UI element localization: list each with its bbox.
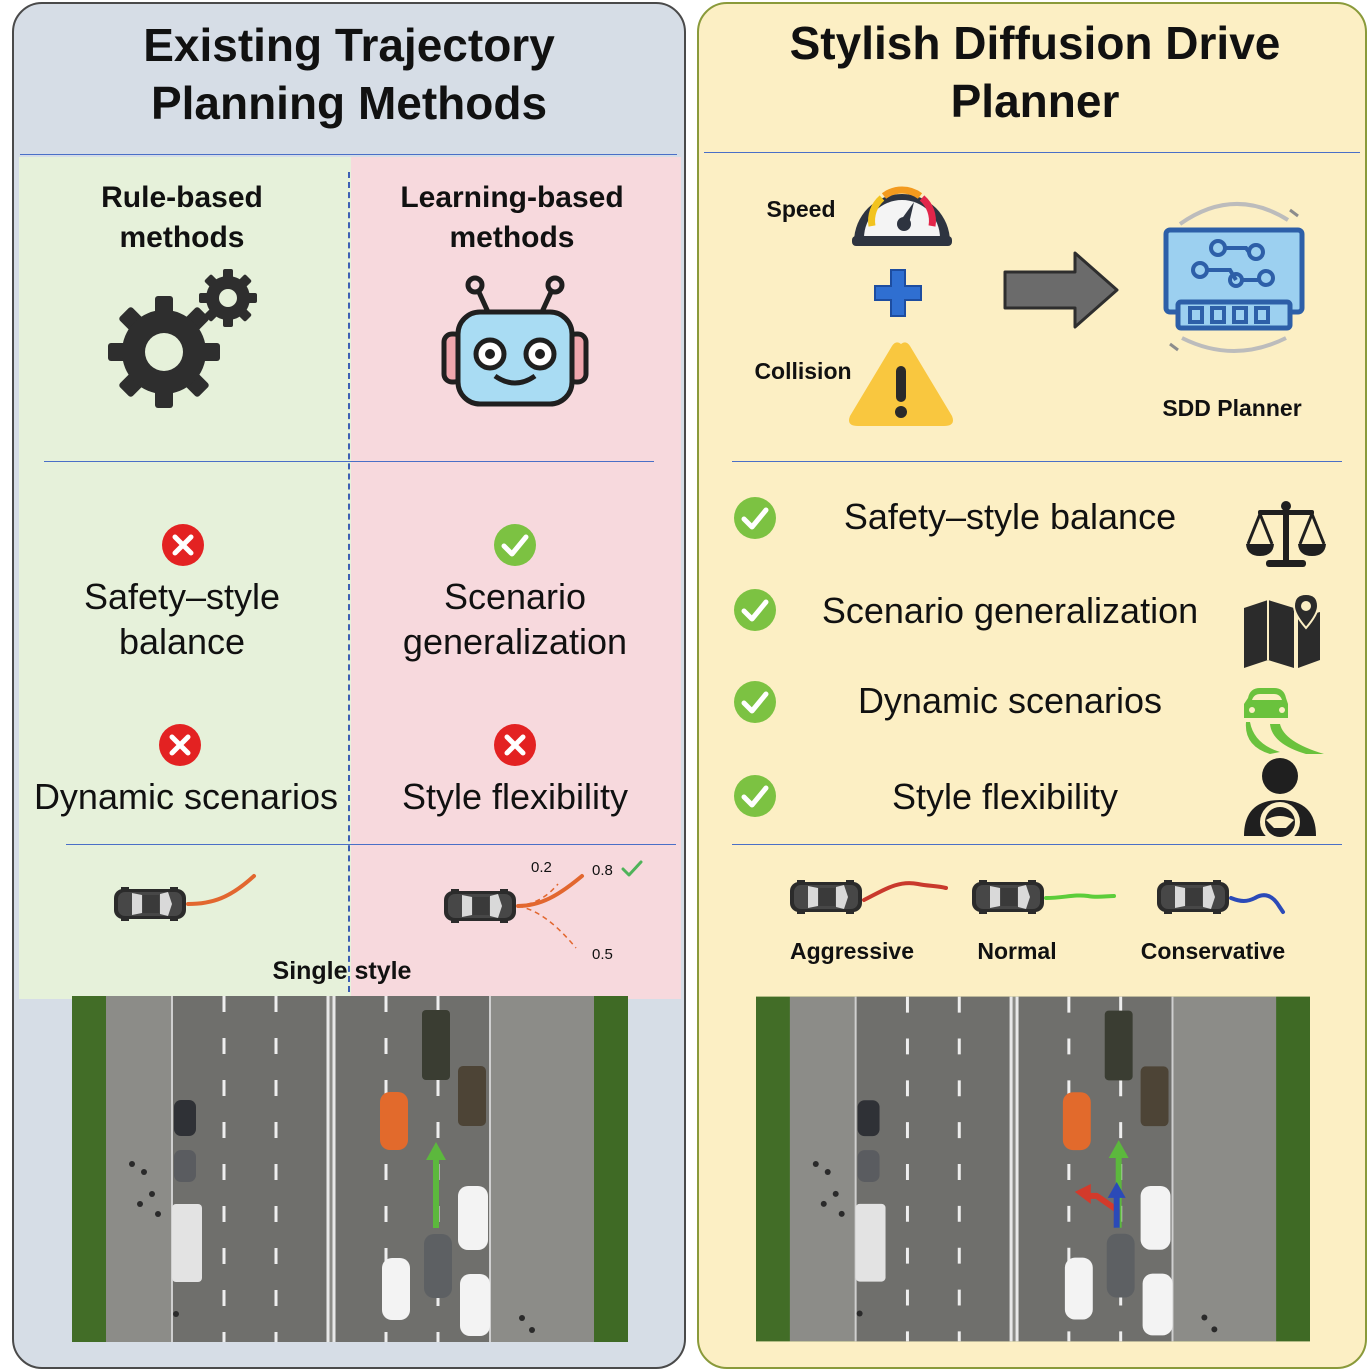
rule-feature-1: Safety–style balance <box>22 574 342 664</box>
cross-icon <box>493 723 537 767</box>
rule-based-column <box>19 157 351 999</box>
cross-icon <box>161 523 205 567</box>
left-road-scene <box>72 996 628 1342</box>
conservative-label: Conservative <box>1140 938 1286 964</box>
left-lower-divider <box>66 844 676 845</box>
collision-label: Collision <box>754 358 852 384</box>
check-icon <box>733 496 777 540</box>
rule-based-label: Rule-based methods <box>22 178 342 258</box>
chip-icon <box>1163 202 1305 353</box>
robot-icon <box>441 275 589 407</box>
right-title-line1: Stylish Diffusion Drive <box>789 17 1281 69</box>
single-style-label: Single style <box>272 957 412 985</box>
learning-based-line2: methods <box>449 221 575 254</box>
multi-path-arrows <box>1074 1140 1129 1228</box>
left-title-line1: Existing Trajectory <box>143 19 555 71</box>
right-title: Stylish Diffusion Drive Planner <box>697 14 1370 130</box>
sdd-feature-3: Dynamic scenarios <box>857 680 1163 721</box>
driver-icon <box>1244 758 1316 842</box>
gears-icon <box>108 269 257 408</box>
check-icon <box>493 523 537 567</box>
sdd-planner-label: SDD Planner <box>1162 395 1302 421</box>
scales-icon <box>1246 501 1326 567</box>
sdd-feature-4: Style flexibility <box>891 776 1119 817</box>
check-icon <box>733 588 777 632</box>
right-lower-divider <box>732 844 1342 845</box>
car-road-icon <box>1244 688 1324 754</box>
check-icon <box>733 774 777 818</box>
sdd-feature-2: Scenario generalization <box>821 590 1199 631</box>
speed-label: Speed <box>766 196 836 222</box>
small-check-icon <box>621 860 643 877</box>
check-icon <box>733 680 777 724</box>
aggressive-label: Aggressive <box>789 938 914 964</box>
right-road-scene <box>756 994 1310 1344</box>
left-title-line2: Planning Methods <box>150 77 548 129</box>
learning-feature-2: Style flexibility <box>401 776 629 817</box>
learning-car-trajectories <box>444 874 584 949</box>
cross-icon <box>158 723 202 767</box>
normal-car-trajectory <box>972 880 1116 914</box>
learning-feature-1-line2: generalization <box>402 621 628 662</box>
rule-based-line1: Rule-based <box>101 181 263 214</box>
weight-label-0-5: 0.5 <box>592 946 613 963</box>
plus-icon <box>874 269 922 317</box>
rule-feature-1-line1: Safety–style <box>83 576 281 617</box>
weight-label-0-8: 0.8 <box>592 862 613 879</box>
conservative-car-trajectory <box>1157 880 1285 914</box>
left-middle-divider <box>44 461 654 462</box>
rule-feature-1-line2: balance <box>118 621 246 662</box>
learning-based-line1: Learning-based <box>400 181 624 214</box>
column-divider <box>348 172 350 992</box>
normal-label: Normal <box>977 938 1057 964</box>
learning-feature-1: Scenario generalization <box>352 574 678 664</box>
learning-based-label: Learning-based methods <box>352 178 672 258</box>
aggressive-car-trajectory <box>790 880 948 914</box>
right-title-line2: Planner <box>950 75 1120 127</box>
sdd-feature-1: Safety–style balance <box>843 496 1177 537</box>
left-title: Existing Trajectory Planning Methods <box>12 16 686 132</box>
weight-label-0-2: 0.2 <box>531 859 552 876</box>
learning-based-column <box>351 157 681 999</box>
map-pin-icon <box>1244 592 1320 668</box>
learning-feature-1-line1: Scenario <box>443 576 587 617</box>
arrow-right-icon <box>1003 251 1119 329</box>
speedometer-icon <box>852 186 952 246</box>
right-title-divider <box>704 152 1360 153</box>
right-middle-divider <box>732 461 1342 462</box>
straight-path-arrow <box>426 1142 446 1228</box>
rule-car-trajectory <box>114 874 256 921</box>
rule-feature-2: Dynamic scenarios <box>33 776 339 817</box>
left-title-divider <box>20 154 677 155</box>
warning-icon <box>849 342 953 426</box>
rule-based-line2: methods <box>119 221 245 254</box>
